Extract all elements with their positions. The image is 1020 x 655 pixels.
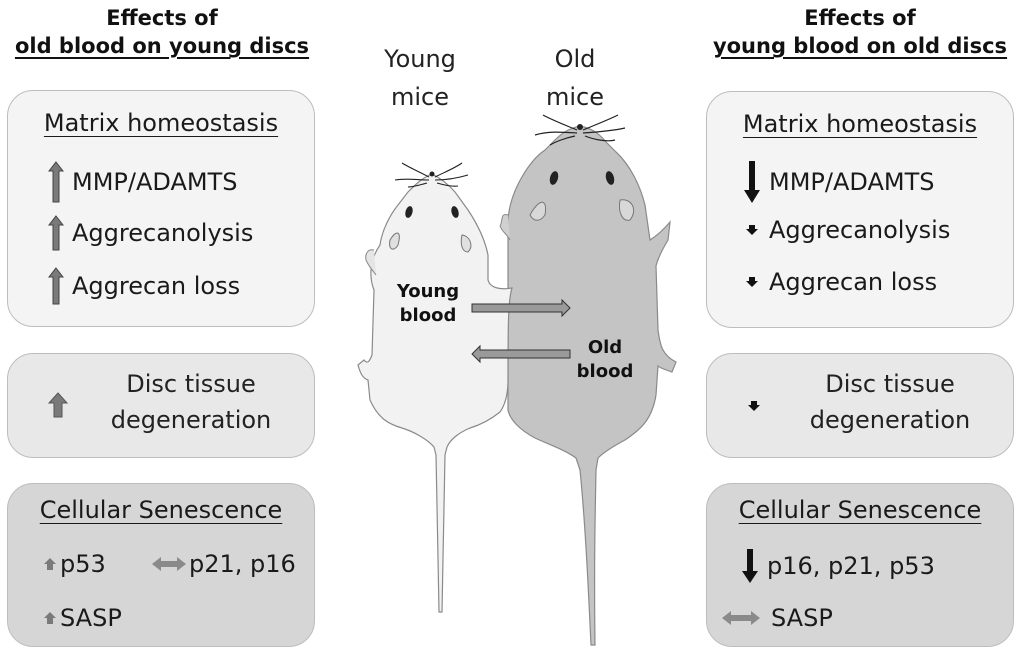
right-matrix-box: Matrix homeostasis MMP/ADAMTS Aggrecanol… bbox=[706, 91, 1014, 328]
left-matrix-label: MMP/ADAMTS bbox=[72, 168, 238, 196]
right-degeneration-box: Disc tissue degeneration bbox=[706, 353, 1014, 458]
left-matrix-box: Matrix homeostasis MMP/ADAMTS Aggrecanol… bbox=[7, 90, 315, 327]
right-senescence-box: Cellular Senescence p16, p21, p53 SASP bbox=[706, 483, 1014, 647]
down-arrow-icon bbox=[746, 225, 758, 235]
right-matrix-title: Matrix homeostasis bbox=[742, 110, 978, 138]
young-mice-label: Young mice bbox=[365, 40, 475, 116]
young-blood-arrow bbox=[471, 298, 571, 318]
left-matrix-label: Aggrecan loss bbox=[72, 272, 241, 300]
young-mouse bbox=[357, 162, 513, 613]
left-matrix-item: MMP/ADAMTS bbox=[48, 161, 237, 203]
left-senescence-label: p21, p16 bbox=[189, 550, 296, 578]
left-senescence-item: p21, p16 bbox=[151, 550, 296, 578]
parabiosis-mice-illustration bbox=[357, 114, 677, 646]
up-arrow-icon bbox=[48, 392, 68, 418]
left-senescence-label: p53 bbox=[60, 550, 106, 578]
degeneration-line1: Disc tissue bbox=[126, 370, 256, 398]
right-senescence-label: p16, p21, p53 bbox=[767, 552, 935, 580]
old-blood-line1: Old bbox=[587, 337, 623, 358]
left-matrix-item: Aggrecanolysis bbox=[48, 215, 253, 251]
down-arrow-icon bbox=[744, 161, 760, 203]
young-blood-line1: Young bbox=[396, 281, 460, 302]
right-matrix-label: Aggrecanolysis bbox=[769, 216, 951, 244]
left-degeneration-box: Disc tissue degeneration bbox=[7, 353, 315, 458]
old-blood-line2: blood bbox=[576, 361, 634, 382]
left-senescence-label: SASP bbox=[60, 604, 122, 632]
up-arrow-icon bbox=[48, 215, 64, 251]
bidirectional-arrow-icon bbox=[152, 557, 186, 571]
right-senescence-title: Cellular Senescence bbox=[738, 496, 982, 524]
right-matrix-label: MMP/ADAMTS bbox=[769, 168, 935, 196]
left-matrix-title: Matrix homeostasis bbox=[43, 109, 279, 137]
right-heading-line1: Effects of bbox=[804, 6, 916, 30]
right-matrix-item: Aggrecanolysis bbox=[745, 216, 950, 244]
down-arrow-icon bbox=[748, 401, 760, 411]
left-senescence-title: Cellular Senescence bbox=[39, 496, 283, 524]
old-mice-line1: Old bbox=[554, 45, 596, 73]
young-mice-line1: Young bbox=[384, 45, 456, 73]
left-senescence-item: SASP bbox=[43, 604, 122, 632]
degeneration-line1: Disc tissue bbox=[825, 370, 955, 398]
degeneration-line2: degeneration bbox=[110, 406, 272, 434]
old-blood-arrow bbox=[471, 344, 571, 364]
down-arrow-icon bbox=[742, 549, 758, 583]
left-degeneration-label: Disc tissue degeneration bbox=[68, 366, 314, 438]
up-arrow-icon bbox=[44, 612, 56, 624]
old-mice-line2: mice bbox=[545, 83, 604, 111]
right-matrix-item: MMP/ADAMTS bbox=[743, 160, 934, 204]
up-arrow-icon bbox=[48, 267, 64, 305]
bidirectional-arrow-icon bbox=[722, 611, 760, 625]
right-degeneration-label: Disc tissue degeneration bbox=[767, 366, 1013, 438]
left-heading-line1: Effects of bbox=[106, 6, 218, 30]
right-senescence-label: SASP bbox=[771, 604, 833, 632]
right-heading: Effects of young blood on old discs bbox=[700, 4, 1020, 60]
old-blood-label: Old blood bbox=[565, 336, 645, 384]
up-arrow-icon bbox=[44, 558, 56, 570]
right-senescence-item: p16, p21, p53 bbox=[741, 548, 935, 584]
old-mice-label: Old mice bbox=[520, 40, 630, 116]
right-matrix-label: Aggrecan loss bbox=[769, 268, 938, 296]
young-mice-line2: mice bbox=[390, 83, 449, 111]
degeneration-line2: degeneration bbox=[809, 406, 971, 434]
young-blood-line2: blood bbox=[399, 305, 457, 326]
left-senescence-item: p53 bbox=[43, 550, 106, 578]
right-heading-line2: young blood on old discs bbox=[712, 34, 1008, 58]
old-mouse bbox=[499, 114, 677, 646]
up-arrow-icon bbox=[48, 161, 64, 203]
down-arrow-icon bbox=[746, 277, 758, 287]
left-matrix-label: Aggrecanolysis bbox=[72, 219, 254, 247]
left-senescence-box: Cellular Senescence p53 p21, p16 SASP bbox=[7, 483, 315, 647]
young-blood-label: Young blood bbox=[388, 280, 468, 328]
left-heading-line2: old blood on young discs bbox=[14, 34, 310, 58]
left-heading: Effects of old blood on young discs bbox=[0, 4, 324, 60]
left-matrix-item: Aggrecan loss bbox=[48, 267, 240, 305]
right-matrix-item: Aggrecan loss bbox=[745, 268, 937, 296]
right-senescence-item: SASP bbox=[721, 604, 833, 632]
